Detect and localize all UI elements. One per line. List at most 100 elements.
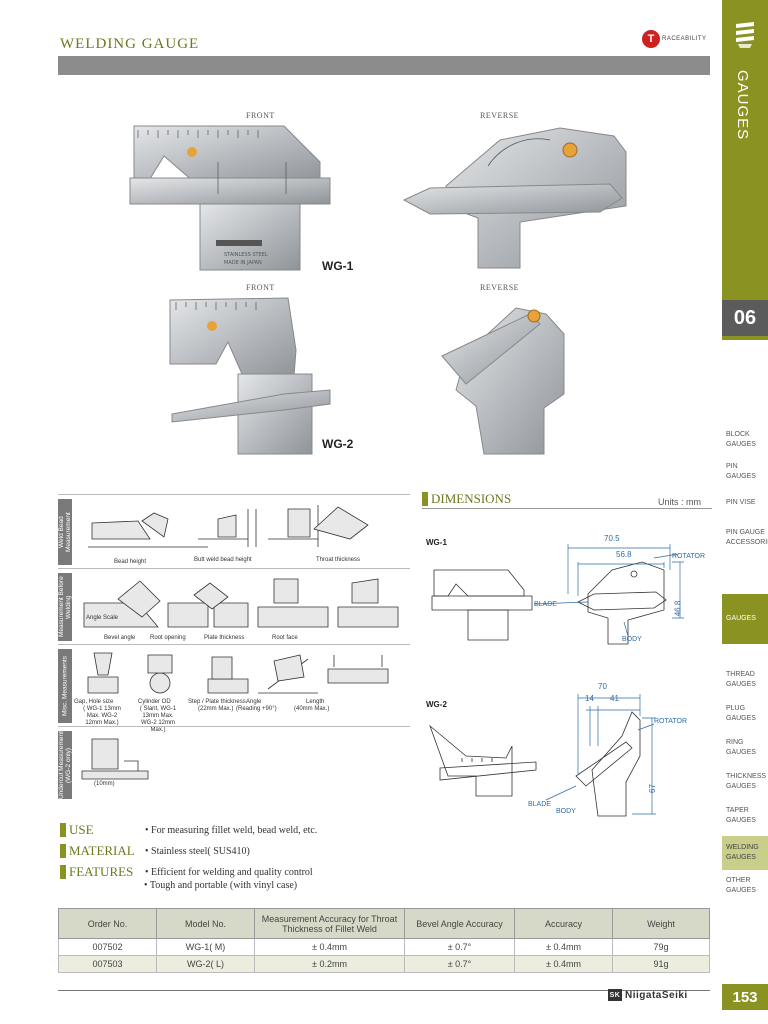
page-number: 153 [722, 984, 768, 1010]
spec-marker [60, 844, 66, 858]
spec-marker [60, 823, 66, 837]
cap-angle: Angle [246, 699, 262, 705]
spec-material-value: • Stainless steel( SUS410) [145, 845, 250, 857]
app-row-label: Misc. Measurements [58, 649, 72, 723]
spec-marker [60, 865, 66, 879]
cell-order-no: 007503 [58, 955, 157, 973]
spec-material-key: MATERIAL [69, 843, 135, 858]
app-row-before-welding: Measurement Before Welding Angle Scale B… [58, 568, 410, 644]
cap-length-detail: (40mm Max.) [294, 706, 330, 712]
page-title: WELDING GAUGE [60, 36, 200, 52]
dim-wg1-height: 46.8 [673, 600, 683, 617]
nav-welding-gauges[interactable]: WELDING GAUGES [722, 836, 768, 870]
spec-use: USE • For measuring fillet weld, bead we… [60, 822, 317, 838]
title-bar [58, 56, 710, 75]
cap-gap-hole: Gap, Hole size [74, 699, 114, 705]
dim-wg2-blade: BLADE [528, 801, 551, 808]
dim-wg1-model: WG-1 [426, 538, 447, 547]
chapter-number: 06 [722, 300, 768, 336]
cell-order-no: 007502 [58, 938, 157, 956]
dim-wg2-width1: 70 [598, 682, 607, 691]
cap-bevel-angle: Bevel angle [104, 635, 136, 641]
cap-bead-height: Bead height [114, 559, 147, 565]
table-header-row: Order No. Model No. Measurement Accuracy… [58, 908, 710, 939]
nav-pin-vise[interactable]: PIN VISE [726, 499, 756, 506]
col-bevel-accuracy: Bevel Angle Accuracy [404, 908, 515, 939]
cap-cylinder: Cylinder OD [138, 699, 171, 705]
nav-pin-gauge-accessories[interactable]: PIN GAUGE ACCESSORIES [726, 529, 768, 546]
nav-thread-gauges[interactable]: THREAD GAUGES [726, 671, 756, 688]
wg2-front-label: FRONT [246, 283, 275, 292]
brand-name: NiigataSeiki [625, 989, 688, 1001]
dim-wg2-model: WG-2 [426, 700, 447, 709]
cell-throat-accuracy: ± 0.2mm [254, 955, 405, 973]
cap-root-face: Root face [272, 635, 298, 641]
dim-wg2-width3: 41 [610, 694, 619, 703]
dimensions-rule [422, 508, 712, 509]
app-row-undercut: Undercut Measurement (WG-2 only) (10mm) [58, 726, 410, 799]
cell-bevel-accuracy: ± 0.7° [404, 938, 515, 956]
wg1-model-tag: WG-1 [322, 259, 354, 273]
misc-diagrams [87, 652, 389, 694]
nav-taper-gauges[interactable]: TAPER GAUGES [726, 807, 756, 824]
nav-other-gauges[interactable]: OTHER GAUGES [726, 877, 756, 894]
cell-accuracy: ± 0.4mm [514, 955, 613, 973]
app-row-label: Weld Bead Measurement [58, 499, 72, 565]
product-table: Order No. Model No. Measurement Accuracy… [58, 908, 710, 973]
dim-wg2-rotator: ROTATOR [654, 718, 688, 725]
cell-model-no: WG-1( M) [156, 938, 255, 956]
dim-wg1-rotator: ROTATOR [672, 553, 706, 560]
cell-bevel-accuracy: ± 0.7° [404, 955, 515, 973]
nav-thickness-gauges[interactable]: THICKNESS GAUGES [726, 773, 767, 790]
traceability-mark: T [642, 30, 660, 48]
spec-features-value-1: • Efficient for welding and quality cont… [145, 866, 313, 878]
spec-use-key: USE [69, 822, 94, 837]
nav-block-gauges[interactable]: BLOCK GAUGES [726, 431, 756, 448]
col-accuracy: Accuracy [514, 908, 613, 939]
spec-material: MATERIAL • Stainless steel( SUS410) [60, 843, 250, 859]
gauge-leaves-icon [736, 22, 754, 48]
wg1-reverse-label: REVERSE [480, 111, 520, 120]
app-row-weld-bead: Weld Bead Measurement Bead height Butt w… [58, 494, 410, 568]
traceability-text: RACEABILITY [662, 36, 707, 42]
units-label: Units : mm [658, 497, 702, 507]
dimensions-heading: DIMENSIONS [422, 491, 511, 507]
app-row-label: Undercut Measurement (WG-2 only) [58, 731, 72, 799]
nav-gauges[interactable]: GAUGES [722, 594, 768, 644]
app-row-label: Measurement Before Welding [58, 573, 72, 641]
before-welding-diagrams [83, 578, 399, 628]
spec-features: FEATURES • Efficient for welding and qua… [60, 864, 313, 880]
dim-wg1-body: BODY [622, 636, 642, 643]
cell-accuracy: ± 0.4mm [514, 938, 613, 956]
weld-bead-diagrams [88, 505, 369, 548]
table-row: 007503 WG-2( L) ± 0.2mm ± 0.7° ± 0.4mm 9… [58, 955, 710, 973]
cap-root-opening: Root opening [150, 635, 186, 641]
section-tab: GAUGES [722, 0, 768, 340]
wg2-reverse-label: REVERSE [480, 283, 520, 292]
dim-wg2-height: 67 [647, 784, 657, 793]
cell-throat-accuracy: ± 0.4mm [254, 938, 405, 956]
cap-undercut: (10mm) [94, 781, 115, 787]
nav-ring-gauges[interactable]: RING GAUGES [726, 739, 756, 756]
col-weight: Weight [612, 908, 710, 939]
wg2-front-photo [169, 297, 331, 455]
dim-wg2-width2: 14 [585, 694, 594, 703]
cap-angle-detail: (Reading +90°) [236, 706, 277, 712]
wg2-model-tag: WG-2 [322, 437, 354, 451]
cap-plate-thickness: Plate thickness [204, 635, 245, 641]
wg1-made-print: MADE IN JAPAN [224, 260, 262, 266]
spec-features-key: FEATURES [69, 864, 134, 879]
col-throat-accuracy: Measurement Accuracy for Throat Thicknes… [254, 908, 405, 939]
dim-wg1-blade: BLADE [534, 601, 557, 608]
nav-plug-gauges[interactable]: PLUG GAUGES [726, 705, 756, 722]
wg1-front-label: FRONT [246, 111, 275, 120]
cap-step-plate-detail: (22mm Max.) [198, 706, 234, 712]
cap-cylinder-detail: ( Slant, WG-1 13mm Max. WG-2 12mm Max.) [139, 706, 177, 733]
wg1-brand-print [216, 240, 262, 246]
undercut-diagram [81, 738, 149, 780]
cap-butt-weld: Butt weld bead height [194, 557, 252, 563]
wg2-dimension-drawing [429, 694, 656, 817]
cap-throat: Throat thickness [316, 557, 361, 563]
cap-length: Length [306, 699, 325, 705]
nav-pin-gauges[interactable]: PIN GAUGES [726, 463, 756, 480]
